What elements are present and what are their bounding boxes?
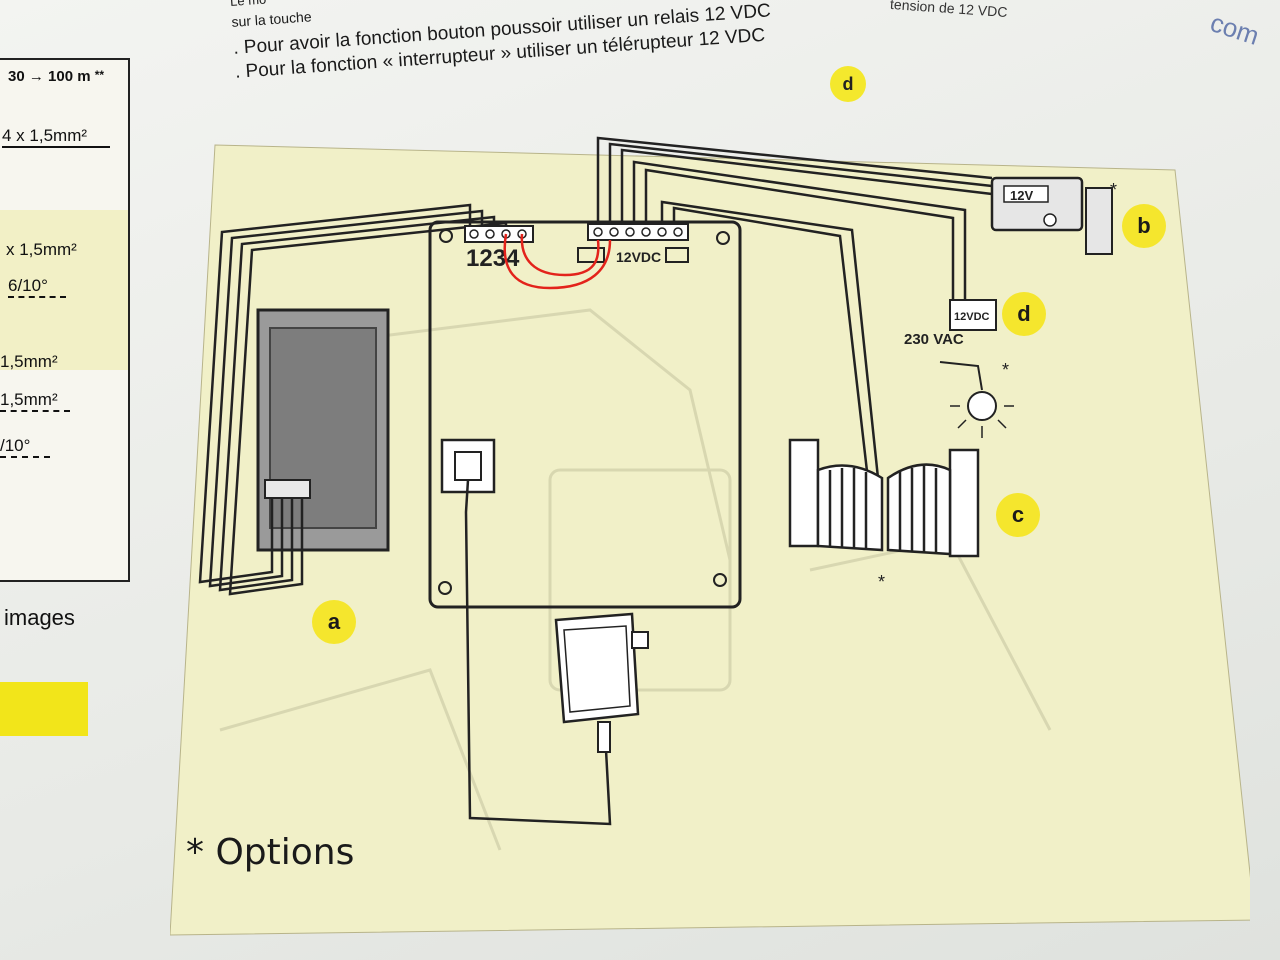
mounting-hole [716, 231, 730, 245]
monitor-terminal-block [264, 479, 311, 499]
badge-relay: d [1002, 292, 1046, 336]
lamp-option-asterisk: * [1002, 360, 1009, 380]
instruction-header: Le mo sur la touche . Pour avoir la fonc… [230, 0, 887, 120]
table-cell: /10° [0, 436, 50, 458]
options-label: * Options [186, 832, 355, 873]
gate-icon [788, 438, 980, 558]
gate-wires [660, 200, 880, 481]
mounting-hole [438, 581, 452, 595]
badge-monitor: a [312, 600, 356, 644]
left-spec-table: 30 → 100 m ** 4 x 1,5mm² x 1,5mm² 6/10° … [0, 40, 135, 600]
power-cable [464, 479, 612, 826]
table-header-mark: ** [94, 68, 105, 82]
table-highlight [0, 210, 128, 370]
table-cell: 6/10° [8, 276, 66, 298]
wiring-diagram-svg: 1234 12VDC [170, 136, 1250, 936]
gate-option-asterisk: * [878, 572, 885, 592]
lock-wires [596, 136, 993, 224]
terminal-right-label: 12VDC [616, 249, 661, 265]
table-cell: 1,5mm² [0, 390, 70, 412]
red-jumper-wires [503, 233, 612, 290]
header-line-1: Le mo [229, 0, 267, 9]
header-line-2: sur la touche [230, 8, 313, 30]
top-right-note: tension de 12 VDC [889, 0, 1008, 21]
table-cell: 1,5mm² [0, 352, 58, 371]
diagram-background [170, 144, 1250, 936]
terminal-left-label: 1234 [466, 245, 520, 272]
table-header-text: 30 → 100 m [8, 68, 91, 85]
lock-option-asterisk: * [1110, 180, 1117, 200]
table-cell: 4 x 1,5mm² [2, 126, 110, 148]
mounting-hole [713, 573, 727, 587]
lock-symbol [577, 247, 605, 263]
mounting-hole [439, 229, 453, 243]
badge-lock: b [1122, 204, 1166, 248]
relay-box [949, 299, 997, 331]
handwritten-note: com [1206, 7, 1263, 51]
control-unit [428, 220, 742, 609]
table-cell: x 1,5mm² [6, 240, 77, 259]
terminal-strip-left [464, 225, 534, 243]
badge-gate: c [996, 493, 1040, 537]
monitor-wires [198, 203, 508, 596]
video-monitor [256, 308, 390, 552]
header-badge-d: d [830, 66, 866, 102]
mains-label: 230 VAC [904, 331, 964, 348]
lamp-icon [950, 391, 1014, 438]
yellow-tab [0, 682, 88, 736]
mains-wire [939, 361, 983, 391]
terminal-strip-right [577, 223, 689, 263]
lock-label: 12V [1010, 188, 1033, 203]
wiring-diagram: 1234 12VDC [170, 110, 1250, 950]
relay-wires [632, 160, 967, 300]
power-adapter-icon [554, 612, 649, 753]
spec-table-frame: 30 → 100 m ** 4 x 1,5mm² x 1,5mm² 6/10° … [0, 58, 130, 582]
gate-symbol [665, 247, 689, 263]
images-label: images [4, 605, 75, 630]
electric-lock [990, 176, 1113, 255]
table-header: 30 → 100 m ** [8, 68, 133, 85]
relay-label: 12VDC [954, 311, 990, 323]
